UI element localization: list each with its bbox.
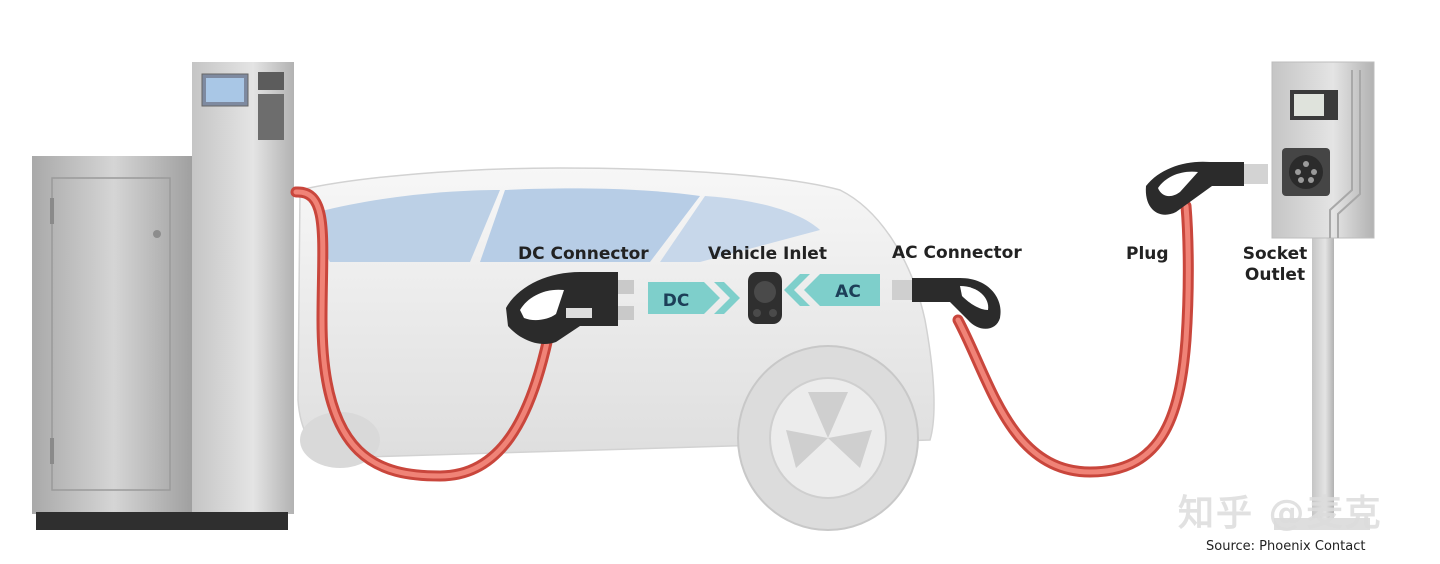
dc-arrow-label: DC [663, 291, 690, 311]
display-glass [206, 78, 244, 102]
vehicle-inlet-dc-pin-left [753, 309, 761, 317]
dc-connector-label: DC Connector [518, 244, 649, 264]
dc-pin-top [618, 280, 634, 294]
dc-connector-badge [566, 308, 592, 318]
socket-outlet-station [1271, 61, 1375, 530]
plug [1145, 161, 1268, 215]
source-credit: Source: Phoenix Contact [1206, 539, 1366, 554]
plug-handle [1145, 161, 1244, 215]
plug-tip [1244, 164, 1268, 184]
wallbox-meter-screen [1294, 94, 1324, 116]
ac-connector-tip [892, 280, 914, 300]
vehicle-inlet [748, 272, 782, 324]
dc-arrow-chevron [714, 282, 740, 314]
dc-connector-handle [506, 272, 618, 345]
front-window [660, 196, 820, 262]
dc-arrow-body [648, 282, 720, 314]
socket-outlet-face [1289, 155, 1323, 189]
socket-outlet-label-line1: Socket [1242, 244, 1308, 264]
ac-connector [892, 278, 1001, 329]
ac-arrow-body [804, 274, 880, 306]
plug-grip-gap [1158, 171, 1198, 197]
vehicle-inlet-dc-pin-right [769, 309, 777, 317]
ac-connector-handle [912, 278, 1001, 329]
side-window [480, 188, 700, 262]
wallbox-pole [1312, 236, 1334, 526]
rear-window [317, 190, 500, 262]
dc-charging-station [32, 62, 294, 530]
cabinet-base [36, 512, 288, 530]
cabinet-door [51, 177, 171, 491]
dc-connector-grip-gap [520, 289, 564, 321]
ac-connector-grip-gap [960, 286, 989, 310]
plug-label: Plug [1126, 244, 1169, 264]
dc-arrow [648, 282, 740, 314]
socket-outlet-label-line2: Outlet [1244, 265, 1306, 285]
dc-pin-bottom [618, 306, 634, 320]
door-lock-icon [153, 230, 161, 238]
ac-arrow [784, 274, 880, 306]
cabinet-body [32, 156, 196, 514]
door-hinge-bottom [50, 438, 54, 464]
keypad-icon [258, 94, 284, 140]
vehicle-inlet-ac-port [754, 281, 776, 303]
watermark: 知乎 @麦克 [1178, 493, 1383, 534]
wallbox-pole-base [1274, 518, 1370, 530]
card-reader-icon [258, 72, 284, 90]
ac-connector-label: AC Connector [892, 243, 1022, 263]
door-hinge-top [50, 198, 54, 224]
wheel-spokes [786, 392, 872, 468]
ac-arrow-chevron [784, 274, 810, 306]
vehicle-inlet-label: Vehicle Inlet [708, 244, 827, 264]
ac-arrow-label: AC [835, 282, 861, 302]
dc-connector [506, 272, 634, 345]
